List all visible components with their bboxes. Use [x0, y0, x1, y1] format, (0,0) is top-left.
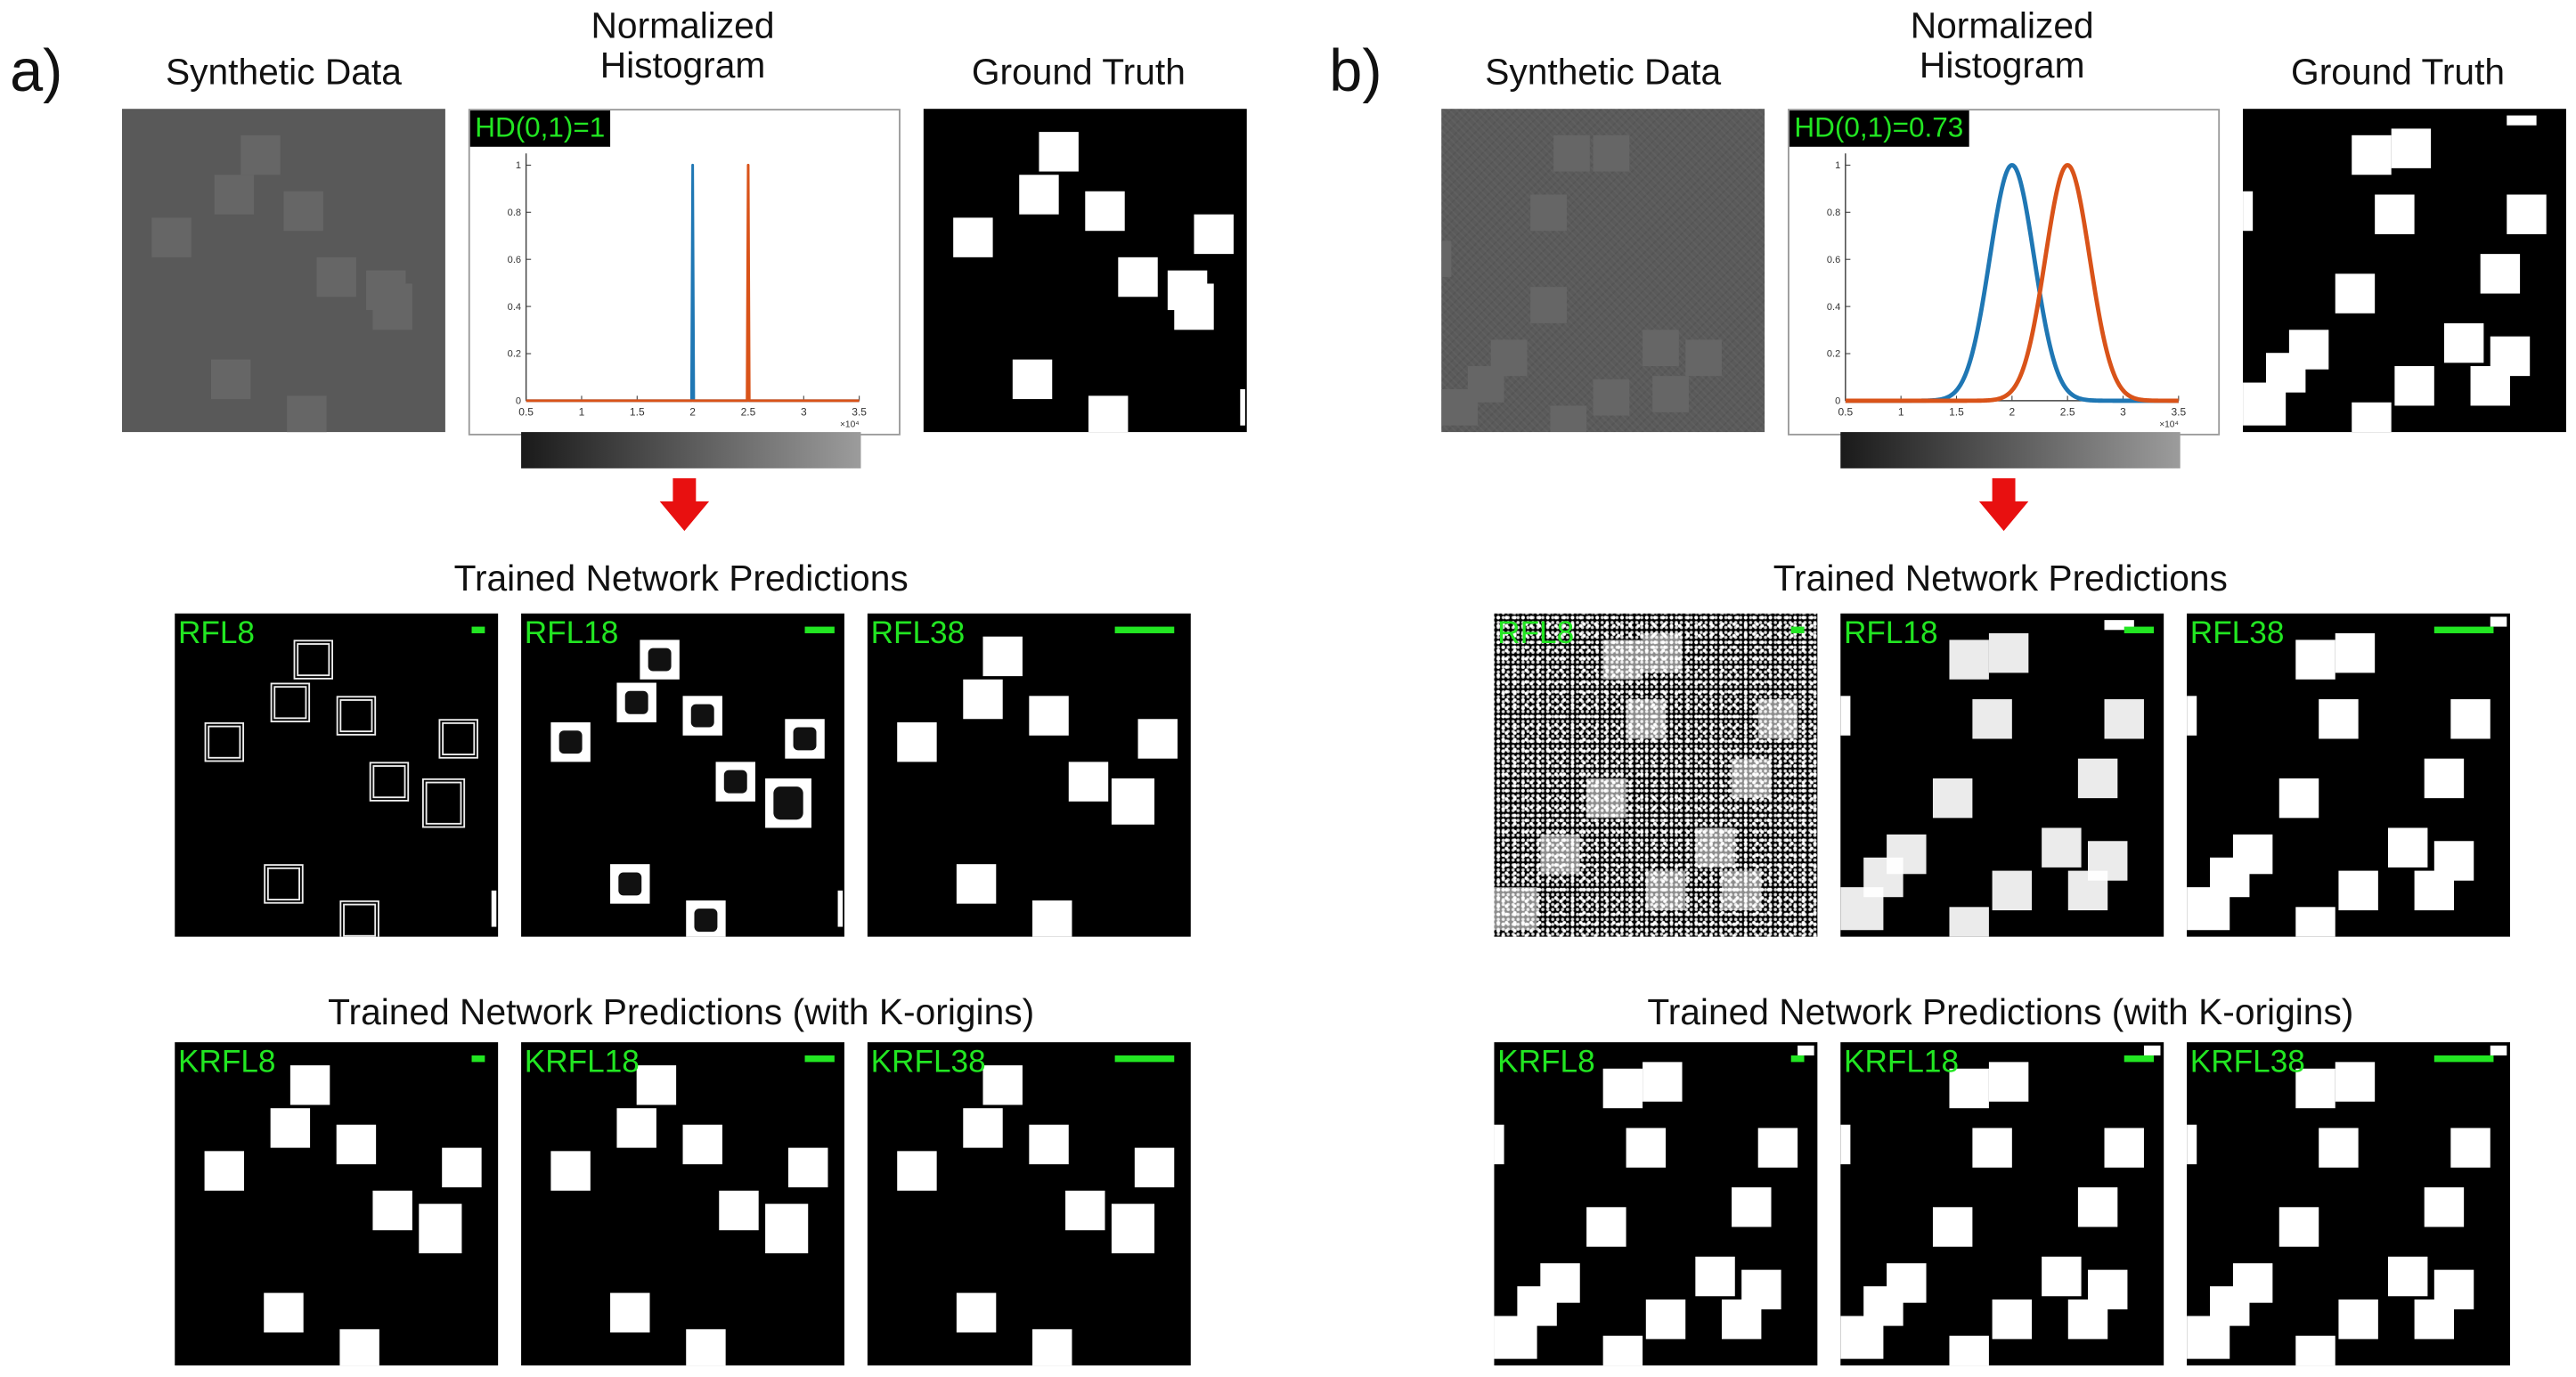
panel-a-rfl38-scale-bar: [1114, 626, 1175, 633]
panel-a-rfl18-tag: RFL18: [524, 616, 619, 652]
hist-a-x-tick-label: 3: [801, 406, 807, 419]
panel-b-krfl18-image: KRFL18: [1840, 1042, 2164, 1366]
panel-b-rfl18-image: RFL18: [1840, 613, 2164, 937]
hist-a-x-tick-label: 0.5: [518, 406, 534, 419]
panel-b-synthetic-image: [1441, 109, 1765, 433]
panel-b-rfl8-image: RFL8: [1494, 613, 1818, 937]
hist-b-y-tick-label: 0.4: [1827, 302, 1840, 313]
hist-b-x-tick-label: 3: [2120, 406, 2126, 419]
panel-a-krfl8-image: KRFL8: [175, 1042, 499, 1366]
panel-a-rfl18-image: RFL18: [521, 613, 844, 937]
hist-b-x-tick-label: 1: [1898, 406, 1904, 419]
panel-b-letter: b): [1329, 36, 1382, 104]
hist-a-x-tick-label: 3.5: [852, 406, 867, 419]
panel-b-krfl38-scale-bar: [2433, 1055, 2494, 1063]
panel-a-ground-truth-title: Ground Truth: [971, 51, 1186, 93]
panel-a-krfl38-scale-bar: [1114, 1055, 1175, 1063]
panel-b-ground-truth-image: [2243, 109, 2566, 433]
hist-b-x-tick-label: 3.5: [2171, 406, 2186, 419]
hist-a-x-tick-label: 1.5: [630, 406, 645, 419]
panel-a-ground-truth-image: [923, 109, 1247, 433]
panel-a-letter: a): [10, 36, 63, 104]
panel-a-rfl8-scale-bar: [471, 626, 485, 633]
panel-b-krfl8-tag: KRFL8: [1497, 1045, 1595, 1080]
hist-a-x-multiplier: ×10⁴: [840, 420, 860, 430]
hist-a-series-2-line: [526, 163, 860, 403]
hist-a-y-tick-label: 0.8: [508, 208, 521, 218]
panel-a-krfl18-tag: KRFL18: [524, 1045, 640, 1080]
panel-a-krfl8-scale-bar: [471, 1055, 485, 1063]
panel-a-histogram-plot: 0.5 1 1.5 2 2.5 3 3.5 0 0.2 0.4 0.6 0.8 1 ×10⁴: [508, 153, 867, 430]
panel-a-histogram: 0.5 1 1.5 2 2.5 3 3.5 0 0.2 0.4 0.6 0.8 1 ×10⁴ HD(0,1…: [468, 109, 901, 436]
panel-b-krfl18-scale-bar: [2124, 1055, 2155, 1063]
panel-a-synthetic-image: [122, 109, 445, 433]
hist-b-x-tick-label: 0.5: [1838, 406, 1853, 419]
panel-b-row1-title: Trained Network Predictions: [1773, 557, 2228, 599]
panel-b-histogram-title: Normalized Histogram: [1910, 4, 2094, 86]
panel-a-krfl38-tag: KRFL38: [870, 1045, 986, 1080]
hist-b-y-tick-label: 0.2: [1827, 349, 1840, 360]
panel-b-hd-label: HD(0,1)=0.73: [1789, 110, 1969, 147]
panel-b-rfl18-scale-bar: [2124, 626, 2155, 633]
panel-a-row1-title: Trained Network Predictions: [453, 557, 909, 599]
panel-b-rfl38-image: RFL38: [2187, 613, 2510, 937]
panel-a-rfl38-image: RFL38: [867, 613, 1191, 937]
panel-b-synthetic-title: Synthetic Data: [1485, 51, 1722, 93]
panel-b-histogram: 0.5 1 1.5 2 2.5 3 3.5 0 0.2 0.4 0.6 0.8 1 ×10⁴ HD(0,1…: [1788, 109, 2221, 436]
panel-a-krfl38-image: KRFL38: [867, 1042, 1191, 1366]
panel-b-rfl8-tag: RFL8: [1497, 616, 1575, 652]
panel-a-synthetic-title: Synthetic Data: [165, 51, 402, 93]
panel-a-krfl18-scale-bar: [804, 1055, 835, 1063]
panel-a-hd-label: HD(0,1)=1: [469, 110, 610, 147]
panel-b-krfl8-scale-bar: [1790, 1055, 1805, 1063]
hist-a-y-tick-label: 0.6: [508, 255, 521, 265]
hist-a-y-tick-label: 0: [516, 396, 521, 407]
panel-b-krfl18-tag: KRFL18: [1843, 1045, 1960, 1080]
panel-b-row2-title: Trained Network Predictions (with K-orig…: [1647, 990, 2354, 1033]
panel-b-rfl38-scale-bar: [2433, 626, 2494, 633]
hist-a-series-1-line: [526, 163, 860, 403]
hist-a-y-tick-label: 1: [516, 160, 521, 171]
panel-b-intensity-colorbar: [1840, 432, 2181, 469]
hist-b-x-tick-label: 2.5: [2060, 406, 2075, 419]
panel-b-ground-truth-title: Ground Truth: [2291, 51, 2506, 93]
panel-b-down-arrow: [1978, 477, 2029, 532]
panel-a-rfl8-tag: RFL8: [177, 616, 255, 652]
panel-a-krfl8-tag: KRFL8: [177, 1045, 276, 1080]
hist-b-x-tick-label: 1.5: [1949, 406, 1964, 419]
hist-b-y-tick-label: 0.8: [1827, 208, 1840, 218]
panel-a-histogram-title: Normalized Histogram: [591, 4, 775, 86]
panel-a-rfl18-scale-bar: [804, 626, 835, 633]
hist-b-y-tick-label: 0: [1835, 396, 1840, 407]
panel-a-krfl18-image: KRFL18: [521, 1042, 844, 1366]
panel-b-rfl38-tag: RFL38: [2189, 616, 2285, 652]
panel-a-intensity-colorbar: [521, 432, 861, 469]
panel-a-down-arrow: [659, 477, 710, 532]
hist-a-x-tick-label: 1: [579, 406, 585, 419]
hist-a-x-tick-label: 2: [689, 406, 696, 419]
hist-a-x-tick-label: 2.5: [741, 406, 756, 419]
panel-a-row2-title: Trained Network Predictions (with K-orig…: [328, 990, 1035, 1033]
hist-b-series-2-line: [1844, 163, 2180, 403]
panel-b-krfl38-image: KRFL38: [2187, 1042, 2510, 1366]
panel-b-krfl38-tag: KRFL38: [2189, 1045, 2305, 1080]
hist-b-y-tick-label: 1: [1835, 160, 1840, 171]
hist-b-x-multiplier: ×10⁴: [2159, 420, 2179, 430]
hist-a-y-tick-label: 0.2: [508, 349, 521, 360]
panel-b-rfl8-scale-bar: [1790, 626, 1805, 633]
panel-a-rfl8-image: RFL8: [175, 613, 499, 937]
panel-b-histogram-plot: 0.5 1 1.5 2 2.5 3 3.5 0 0.2 0.4 0.6 0.8 1 ×10⁴: [1827, 153, 2186, 430]
panel-b-krfl8-image: KRFL8: [1494, 1042, 1818, 1366]
panel-b-rfl18-tag: RFL18: [1843, 616, 1938, 652]
panel-a-rfl38-tag: RFL38: [870, 616, 966, 652]
hist-b-y-tick-label: 0.6: [1827, 255, 1840, 265]
hist-b-series-1-line: [1844, 163, 2180, 403]
hist-a-y-tick-label: 0.4: [508, 302, 521, 313]
hist-b-x-tick-label: 2: [2009, 406, 2015, 419]
